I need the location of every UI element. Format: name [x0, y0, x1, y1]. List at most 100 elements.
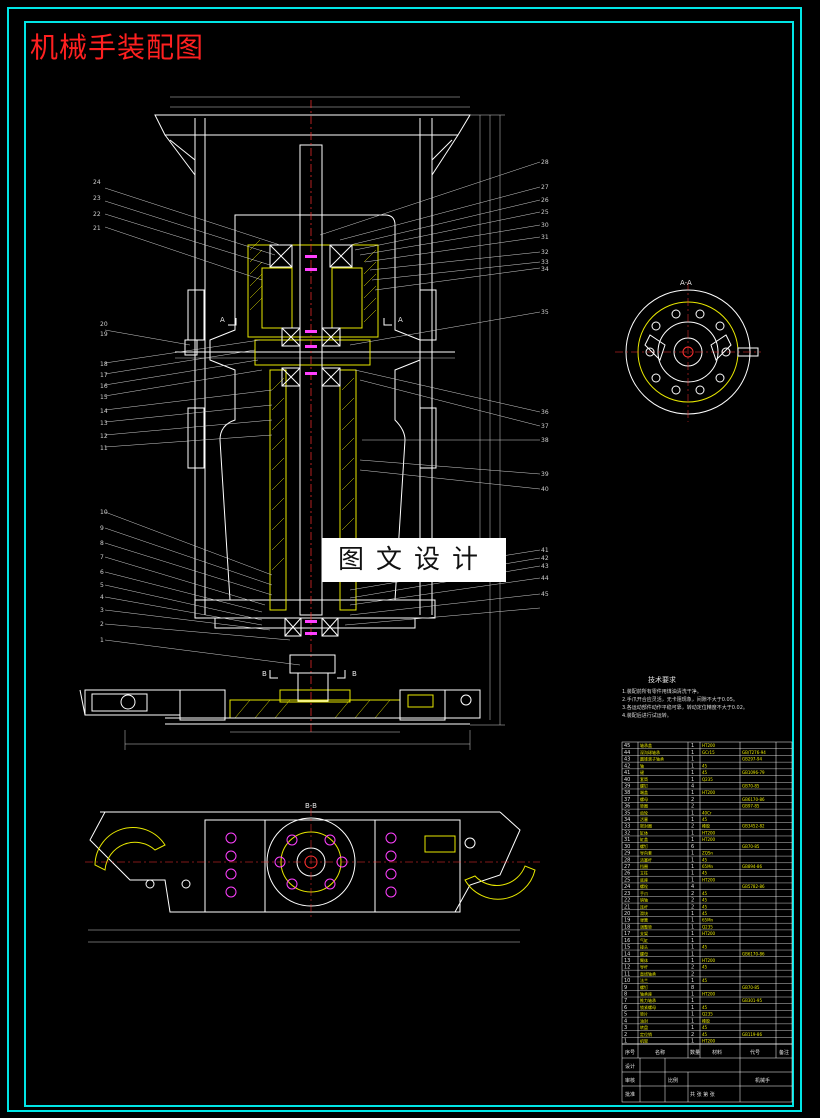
bom-cell-name: 套筒 [640, 776, 648, 782]
callout: 1 [100, 637, 104, 644]
bom-cell-mat: HT200 [702, 877, 716, 882]
inner-border [24, 21, 794, 1107]
bom-cell-no: 33 [624, 824, 630, 830]
bom-cell-name: 齿轮 [640, 809, 648, 815]
main-section-view [154, 96, 471, 629]
bom-cell-no: 20 [624, 911, 630, 917]
bom-cell-name: 活塞杆 [640, 856, 652, 862]
bom-cell-name: 深沟球轴承 [640, 749, 660, 755]
title-block [621, 1043, 793, 1103]
bom-cell-name: 轴承盖 [640, 742, 652, 748]
bom-cell-std: GB70-85 [742, 985, 760, 990]
callout: 16 [100, 383, 108, 390]
bom-cell-qty: 1 [691, 918, 694, 924]
bom-cell-mat: 45 [702, 857, 708, 862]
bom-cell-no: 10 [624, 978, 630, 984]
bom-cell-mat: HT200 [702, 830, 716, 835]
callout: 5 [100, 582, 104, 589]
bom-cell-mat: 45 [702, 891, 708, 896]
section-BB-label: B-B [305, 802, 317, 810]
bom-cell-qty: 1 [691, 757, 694, 763]
bom-cell-name: 端盖 [640, 789, 648, 795]
bom-cell-mat: 65Mn [702, 918, 714, 923]
callout: 41 [541, 547, 549, 554]
bom-cell-no: 6 [624, 1005, 627, 1011]
bom-cell-no: 30 [624, 844, 630, 850]
bom-cell-qty: 1 [691, 1012, 694, 1018]
bom-cell-name: 直线轴承 [640, 970, 656, 976]
bom-cell-std: GB6170-86 [742, 951, 765, 956]
bom-cell-std: GB70-85 [742, 783, 760, 788]
callout: 14 [100, 408, 108, 415]
bom-cell-no: 22 [624, 898, 630, 904]
bom-header-cell: 代号 [750, 1049, 760, 1056]
bom-cell-name: 缸盖 [640, 836, 648, 842]
section-BB-view [85, 808, 540, 943]
bom-cell-qty: 6 [691, 844, 694, 850]
bom-cell-mat: HT200 [702, 743, 716, 748]
right-callouts: 28 27 26 25 30 31 32 33 34 35 36 37 38 3… [541, 159, 549, 598]
bom-cell-qty: 1 [691, 790, 694, 796]
callout: 25 [541, 209, 549, 216]
bom-cell-no: 31 [624, 837, 630, 843]
bom-cell-std: GB70-85 [742, 844, 760, 849]
hatched-parts [229, 244, 401, 719]
bom-cell-name: 圆锥滚子轴承 [640, 756, 664, 762]
bom-cell-name: 螺钉 [640, 843, 648, 849]
bom-cell-qty: 1 [691, 830, 694, 836]
bom-cell-qty: 1 [691, 938, 694, 944]
bom-cell-qty: 2 [691, 891, 694, 897]
bom-cell-name: 销轴 [640, 897, 648, 903]
bom-cell-mat: 65Mn [702, 864, 714, 869]
callout: 9 [100, 525, 104, 532]
callout: 22 [93, 211, 101, 218]
tech-note-line: 3.各运动部件动作平稳可靠，转动定位精度不大于0.02。 [622, 705, 748, 711]
bom-cell-qty: 2 [691, 1032, 694, 1038]
bom-cell-no: 26 [624, 871, 630, 877]
bom-cell-mat: Q235 [702, 777, 713, 782]
section-AA-view [615, 282, 761, 422]
bom-cell-qty: 1 [691, 945, 694, 951]
tech-note-line: 2.手爪开合应灵活，无卡阻现象，间隙不大于0.05。 [622, 697, 738, 703]
bom-cell-std: GB1096-79 [742, 770, 765, 775]
bom-cell-no: 2 [624, 1032, 627, 1038]
bom-cell-std: GB894-86 [742, 864, 762, 869]
bom-cell-name: 键 [640, 769, 644, 775]
bom-cell-qty: 1 [691, 763, 694, 769]
left-callouts: 24 23 22 21 20 19 18 17 16 15 14 13 12 1… [93, 179, 108, 644]
tech-note-line: 4.装配后进行试运转。 [622, 713, 672, 719]
section-mark-b-right: B [352, 670, 357, 678]
bom-cell-no: 36 [624, 804, 630, 810]
bom-cell-qty: 1 [691, 770, 694, 776]
section-mark-a-right: A [398, 316, 403, 324]
bom-cell-no: 34 [624, 817, 630, 823]
callout: 10 [100, 509, 108, 516]
bom-cell-mat: HT200 [702, 837, 716, 842]
bom-cell-no: 19 [624, 918, 630, 924]
bom-cell-no: 38 [624, 790, 630, 796]
bom-cell-no: 42 [624, 763, 630, 769]
bom-cell-name: 滑块 [640, 910, 648, 916]
bom-cell-qty: 4 [691, 884, 694, 890]
bom-cell-name: 底座 [640, 876, 648, 882]
bom-cell-name: 螺母 [640, 796, 648, 802]
bom-cell-qty: 1 [691, 743, 694, 749]
section-arrows [228, 318, 392, 679]
bom-header-cell: 数量 [690, 1049, 700, 1056]
bom-cell-no: 3 [624, 1025, 627, 1031]
bom-cell-name: 臂体 [640, 957, 648, 963]
bom-cell-name: 活塞 [640, 816, 648, 822]
bom-cell-mat: ZQSn [702, 851, 713, 856]
bom-cell-std: GB3452-82 [742, 824, 765, 829]
bom-cell-no: 16 [624, 938, 630, 944]
callout: 36 [541, 409, 549, 416]
callout: 37 [541, 423, 549, 430]
watermark: 图文设计 [322, 538, 506, 582]
bom-cell-name: 手爪 [640, 890, 648, 896]
callout: 21 [93, 225, 101, 232]
drawing-title: 机械手装配图 [30, 31, 205, 64]
side-brackets [184, 289, 437, 469]
bom-cell-no: 11 [624, 971, 630, 977]
bom-cell-qty: 1 [691, 1005, 694, 1011]
